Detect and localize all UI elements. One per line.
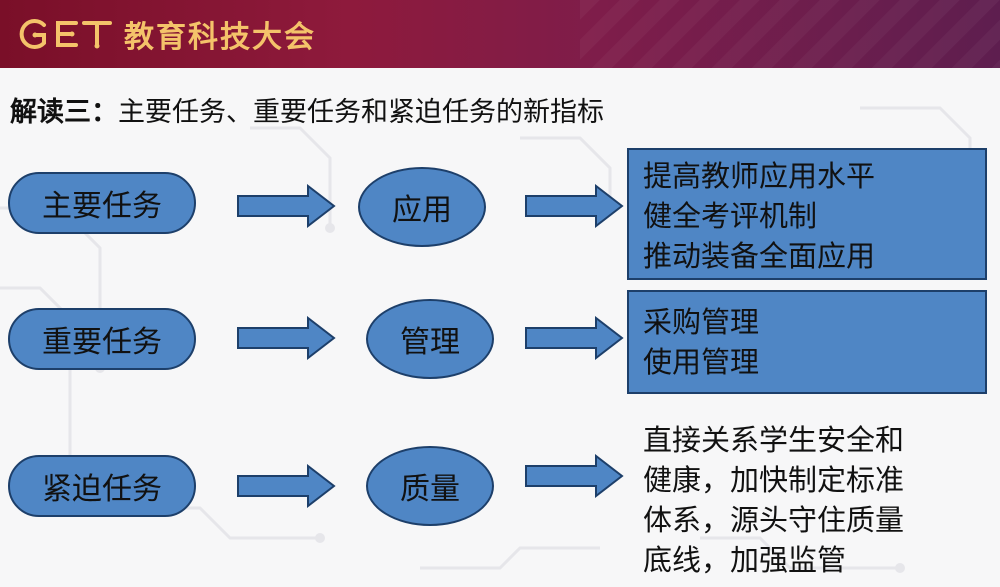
detail-line: 提高教师应用水平	[643, 159, 876, 193]
task-important: 重要任务	[8, 308, 196, 370]
details-box-management: 采购管理 使用管理	[627, 290, 987, 394]
detail-line: 采购管理	[643, 305, 760, 339]
right-arrow-icon	[525, 316, 624, 360]
task-label: 主要任务	[42, 189, 162, 224]
task-urgent: 紧迫任务	[8, 455, 196, 517]
header-banner: 教育科技大会	[0, 0, 1000, 68]
heading-text: 主要任务、重要任务和紧迫任务的新指标	[118, 97, 604, 128]
detail-line: 直接关系学生安全和	[643, 423, 905, 457]
get-logo-icon	[19, 19, 112, 49]
right-arrow-icon	[525, 184, 624, 228]
detail-line: 使用管理	[643, 345, 760, 379]
focus-application: 应用	[358, 167, 486, 247]
focus-label: 管理	[400, 325, 460, 360]
task-label: 紧迫任务	[42, 472, 162, 507]
detail-line: 底线，加强监管	[643, 543, 847, 577]
conference-logo: 教育科技大会	[18, 14, 316, 55]
right-arrow-icon	[525, 454, 624, 498]
slide-heading: 解读三：主要任务、重要任务和紧迫任务的新指标	[10, 90, 604, 129]
heading-prefix: 解读三：	[10, 97, 118, 128]
details-text-quality: 直接关系学生安全和 健康，加快制定标准 体系，源头守住质量 底线，加强监管	[643, 420, 993, 580]
details-box-application: 提高教师应用水平 健全考评机制 推动装备全面应用	[627, 148, 987, 280]
focus-management: 管理	[366, 299, 494, 379]
detail-line: 健全考评机制	[643, 199, 818, 233]
task-label: 重要任务	[42, 325, 162, 360]
banner-decoration	[580, 0, 1000, 68]
detail-line: 体系，源头守住质量	[643, 503, 905, 537]
focus-label: 质量	[400, 472, 460, 507]
detail-line: 健康，加快制定标准	[643, 463, 905, 497]
right-arrow-icon	[237, 184, 336, 228]
task-main: 主要任务	[8, 172, 196, 234]
right-arrow-icon	[237, 316, 336, 360]
focus-label: 应用	[392, 193, 452, 228]
right-arrow-icon	[237, 464, 336, 508]
banner-title: 教育科技大会	[124, 20, 316, 55]
focus-quality: 质量	[366, 446, 494, 526]
detail-line: 推动装备全面应用	[643, 239, 876, 273]
